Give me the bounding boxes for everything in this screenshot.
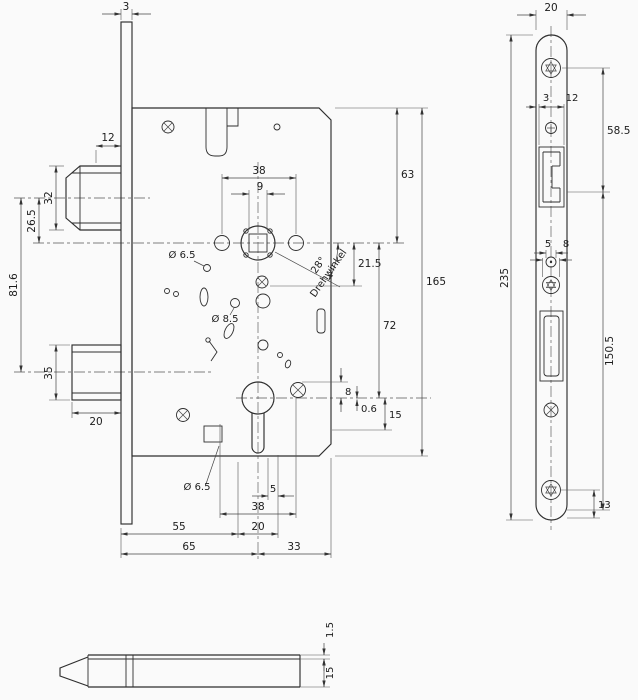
dim-label: 150.5: [604, 336, 616, 366]
dim-label: 20: [251, 521, 264, 533]
dimensions-bottom: 1.5 15: [300, 622, 336, 688]
latch-bolt: [65, 165, 121, 231]
screw-post: [161, 120, 175, 134]
dim-label: 235: [499, 268, 511, 288]
dim-small-offsets: 8 0.6 15: [302, 368, 402, 431]
cross-screw: [543, 402, 559, 418]
dim-bottom-chain: 5 38 55 20 65 33: [120, 398, 332, 558]
dim-rotation-angle: 28° Drehwinkel: [274, 242, 349, 300]
dim-latch-to-follower: 26.5: [26, 197, 41, 244]
follower-side-hole-left: [214, 235, 230, 251]
hole-8-5: [230, 298, 240, 308]
dim-latch-to-deadbolt: 81.6: [8, 197, 23, 373]
dim-faceplate-thickness: 3: [102, 1, 151, 20]
dim-follower-square: 9: [231, 181, 285, 230]
dim-latch-height: 32: [43, 165, 64, 231]
dim-label: 72: [383, 320, 396, 332]
dim-deadbolt-width: 20: [71, 402, 122, 428]
dim-label: 13: [598, 500, 611, 511]
screw-post: [255, 275, 269, 289]
dim-label: 21.5: [358, 258, 381, 270]
main-view: 3 12 32 26.5 81.6: [8, 1, 446, 560]
centerlines: [14, 162, 431, 560]
dim-label: 20: [544, 2, 557, 14]
latch-cutout: [538, 146, 565, 208]
dim-screw-to-end: 13: [560, 489, 611, 519]
dim-label: 12: [101, 132, 114, 144]
dim-label: 8: [563, 239, 569, 250]
dim-latch-projection: 12: [95, 132, 122, 163]
dim-label: 81.6: [8, 273, 20, 297]
dim-right-column: 63 165 72: [335, 107, 446, 457]
dim-label: 1.5: [325, 622, 336, 638]
spring-channel-step: [227, 108, 239, 127]
dim-latch-cutout: 3 12: [526, 93, 578, 145]
dim-label: Ø 8.5: [212, 313, 239, 325]
dim-screw-to-latch: 58.5: [562, 67, 630, 193]
bottom-block: [203, 425, 223, 443]
dim-label: 12: [566, 93, 579, 104]
dim-label: 58.5: [607, 125, 630, 137]
screw-post: [176, 408, 190, 422]
dim-label: 165: [426, 276, 446, 288]
deadbolt: [71, 344, 122, 401]
dim-screw-span-top: 38: [221, 165, 297, 234]
detent-lever: [208, 340, 218, 362]
follower-side-hole-right: [288, 235, 304, 251]
pilot-hole-top: [545, 122, 557, 134]
dim-label: 0.6: [361, 404, 377, 415]
dim-label: 5: [270, 484, 276, 495]
bottom-view: 1.5 15: [59, 622, 336, 688]
slot: [199, 287, 209, 307]
screw-post: [290, 382, 306, 398]
dim-label: 15: [389, 410, 402, 421]
dim-label: 8: [345, 387, 351, 398]
dim-label: 33: [287, 541, 300, 553]
dim-hole-upper: Ø 6.5: [169, 249, 205, 267]
dim-label: 15: [325, 667, 336, 680]
dim-label: 38: [251, 501, 264, 513]
dim-label: 55: [172, 521, 185, 533]
dim-label: 32: [43, 191, 55, 204]
holes-and-slots: [161, 120, 306, 443]
dim-deadbolt-height: 35: [43, 344, 70, 401]
faceplate-side: [120, 21, 133, 525]
dim-label: 65: [182, 541, 195, 553]
latch-tip-wedge: [59, 656, 89, 687]
dim-label: Ø 6.5: [169, 249, 196, 261]
faceplate-outline: [535, 34, 568, 521]
dim-label: 26.5: [26, 209, 38, 232]
lock-case-outline: [131, 107, 332, 457]
dim-label: 38: [252, 165, 265, 177]
dim-label: 3: [123, 1, 130, 13]
follower-square: [248, 233, 268, 253]
spring-channel: [205, 108, 228, 157]
dim-cutout-span: 150.5: [567, 191, 616, 511]
follower: [214, 225, 304, 261]
pilot-hole-mid: [545, 256, 557, 268]
dim-label: 63: [401, 169, 414, 181]
dim-label: 35: [43, 366, 55, 379]
slot: [223, 323, 235, 339]
dim-follower-offset: 21.5: [270, 242, 381, 287]
dim-label: 9: [257, 181, 264, 193]
dim-faceplate-length: 235: [499, 34, 533, 521]
deadbolt-cutout: [539, 310, 564, 382]
dim-hole-sizes: 5 8: [530, 239, 572, 277]
case-bottom-outline: [59, 654, 301, 688]
hole-6-5: [203, 264, 211, 272]
dimensions-main: 3 12 32 26.5 81.6: [8, 1, 446, 558]
euro-cylinder: [241, 381, 275, 454]
dim-label: Ø 6.5: [184, 481, 211, 493]
faceplate-view: 20 3 12 58.5: [499, 2, 630, 530]
dim-label: 3: [543, 93, 549, 104]
dim-hole-mid: Ø 8.5: [212, 307, 239, 325]
dim-hole-lower: Ø 6.5: [184, 445, 220, 493]
dimensions-faceplate: 20 3 12 58.5: [499, 2, 630, 521]
dim-faceplate-width: 20: [517, 2, 586, 30]
dim-label: 20: [89, 416, 102, 428]
dim-label: 5: [545, 239, 551, 250]
edge-slot: [316, 308, 326, 334]
